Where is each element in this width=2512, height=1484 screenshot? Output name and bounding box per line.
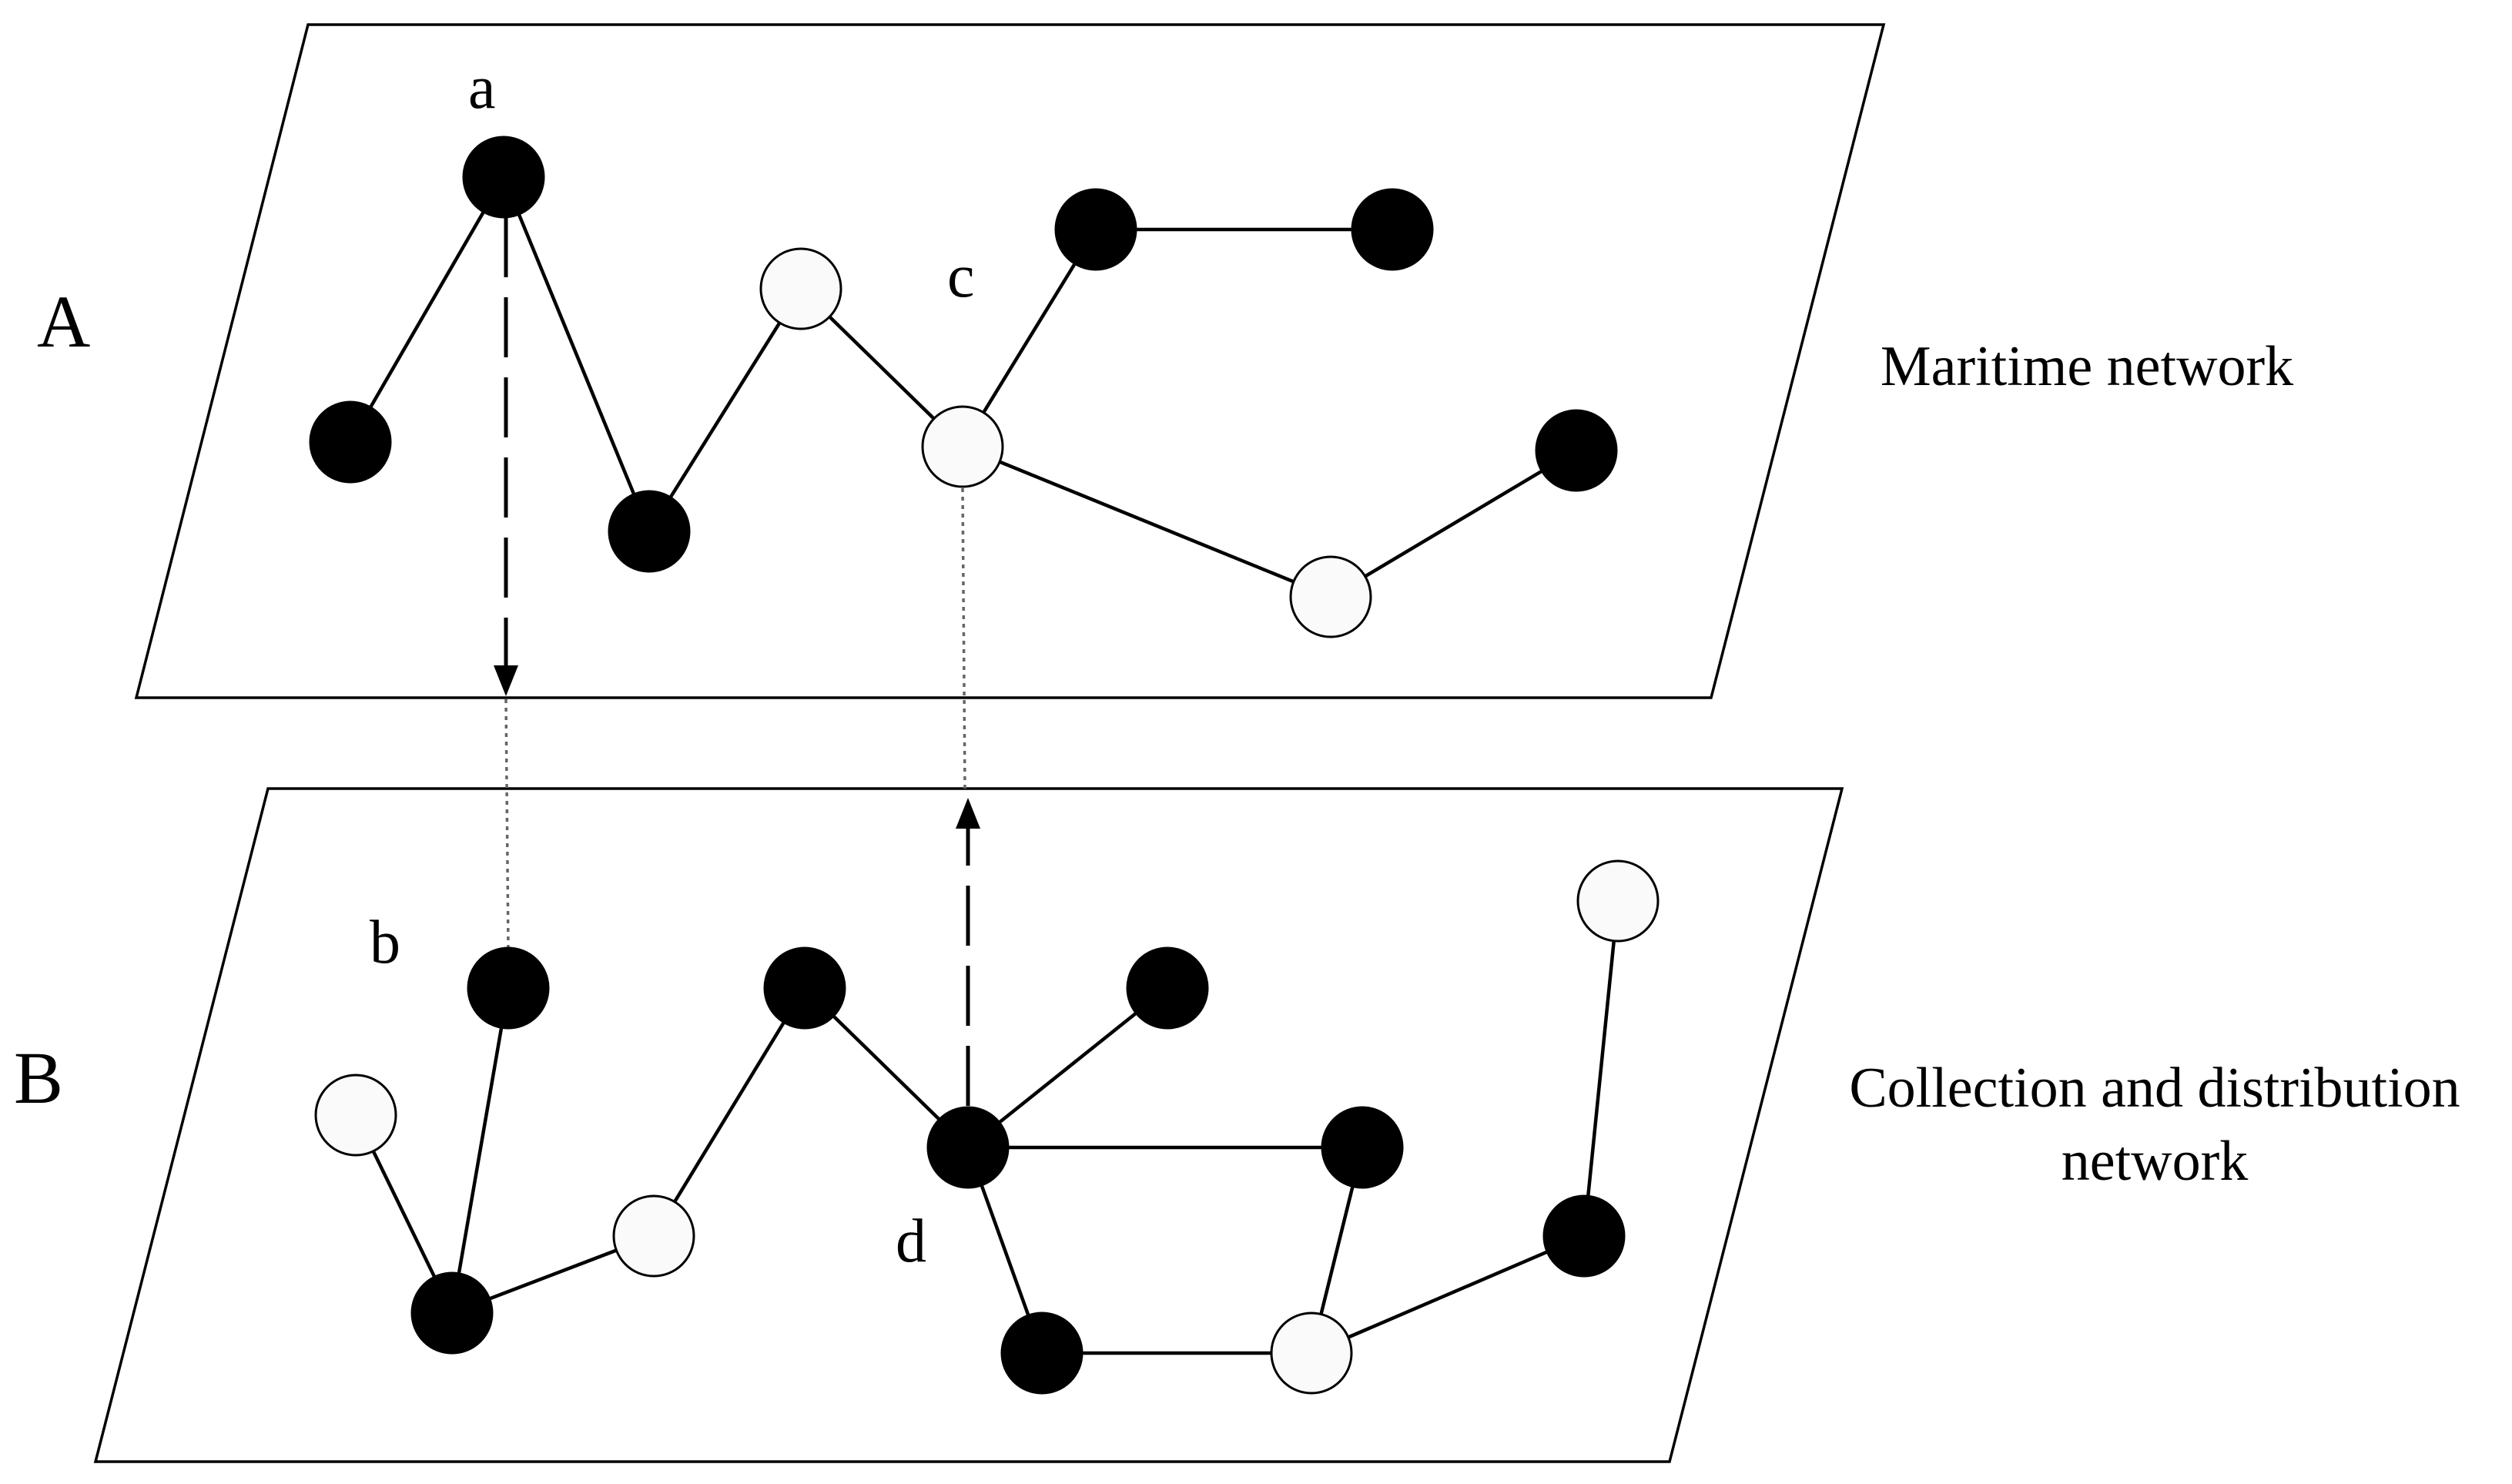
node-b-open-bottom — [1270, 1311, 1353, 1395]
layer-b-label: B — [14, 1037, 63, 1119]
node-b-bottom-left — [410, 1271, 494, 1355]
node-b-right — [1321, 1106, 1404, 1189]
node-a-valley — [608, 490, 691, 573]
node-label-c: c — [947, 243, 975, 310]
edge-b2 — [450, 987, 511, 1314]
inter-layer-links — [494, 217, 980, 1106]
node-b-peak — [763, 946, 846, 1030]
node-b-open-top-right — [1576, 859, 1660, 943]
node-b — [467, 946, 550, 1030]
edge-b6 — [966, 987, 1169, 1149]
layer-b-caption-line-1: Collection and distribution — [1849, 1057, 2460, 1120]
node-label-a: a — [468, 54, 496, 122]
node-a-open-2 — [1289, 555, 1372, 638]
layer-a-label: A — [37, 280, 90, 363]
edge-b4 — [652, 987, 806, 1238]
edge-a8 — [1329, 449, 1578, 598]
layer-b-caption-line-2: network — [2062, 1130, 2249, 1193]
node-a-upper-2 — [1351, 188, 1434, 271]
node-a-left — [309, 400, 392, 484]
edge-a7 — [962, 444, 1331, 599]
node-b-open-mid — [612, 1194, 695, 1278]
node-a-right — [1535, 409, 1618, 492]
node-c — [921, 405, 1004, 488]
node-d — [926, 1106, 1010, 1189]
layer-b-nodes — [314, 859, 1660, 1395]
node-b-bottom — [1000, 1311, 1084, 1395]
layer-a-caption: Maritime network — [1881, 335, 2293, 398]
edge-a2 — [501, 176, 651, 532]
node-a-open-1 — [759, 247, 842, 330]
node-b-upper-right — [1126, 946, 1209, 1030]
node-a-upper-1 — [1054, 188, 1137, 271]
node-label-b: b — [370, 909, 400, 976]
edge-a3 — [648, 287, 802, 533]
layer-a-nodes — [309, 136, 1618, 638]
node-b-open-left — [314, 1074, 397, 1157]
node-b-far-right — [1542, 1194, 1626, 1278]
edge-a1 — [349, 176, 505, 444]
node-label-d: d — [896, 1208, 926, 1275]
edge-b12 — [1582, 900, 1620, 1237]
node-a — [462, 136, 545, 219]
edge-a5 — [961, 228, 1097, 448]
edge-b11 — [1311, 1234, 1585, 1355]
